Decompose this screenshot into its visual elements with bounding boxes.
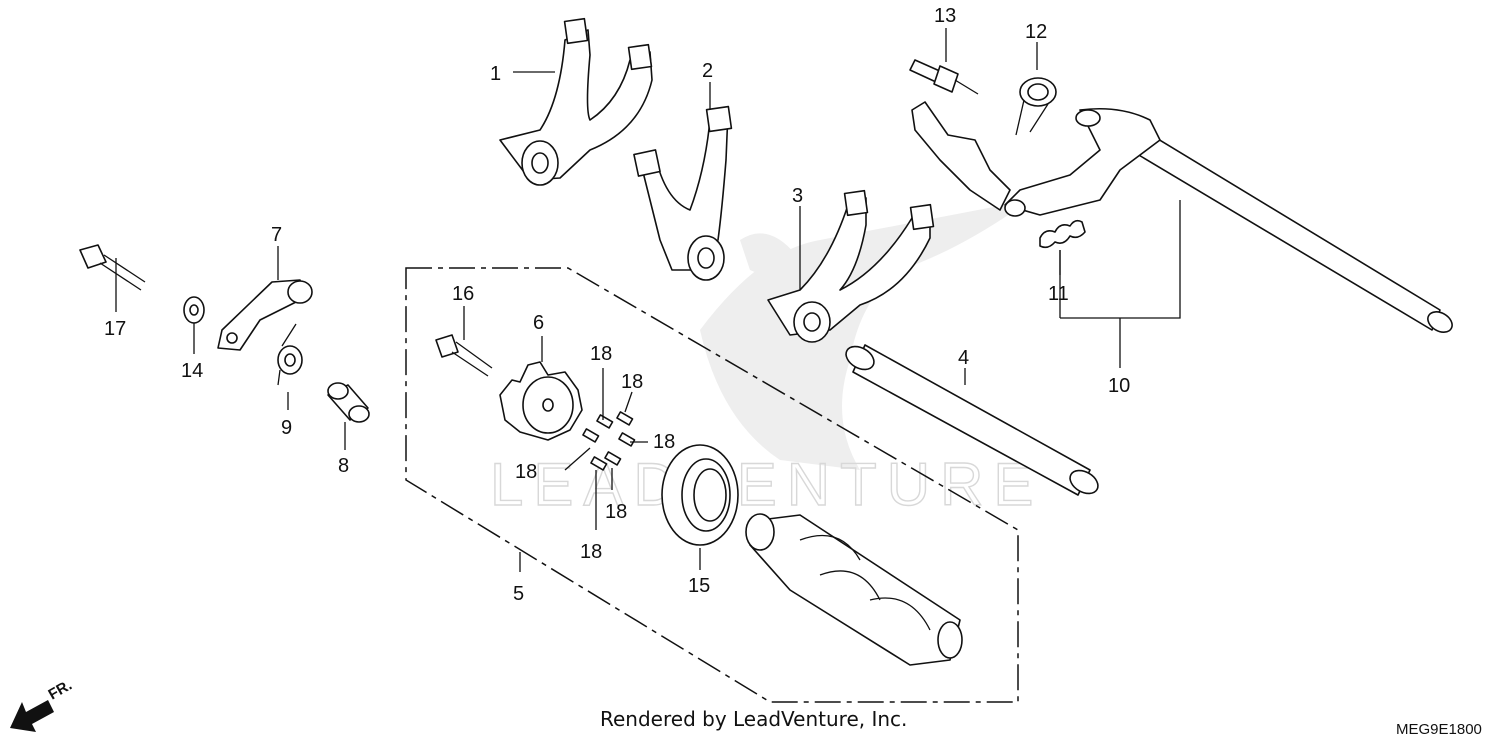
stopper-arm <box>217 279 313 351</box>
callout-4: 4 <box>958 347 969 369</box>
gearshift-spindle <box>911 101 1453 333</box>
callout-5: 5 <box>513 583 524 605</box>
callout-16: 16 <box>452 283 474 305</box>
callout-1: 1 <box>490 63 501 85</box>
shift-fork-1 <box>499 17 653 186</box>
callout-labels: 1 2 3 4 5 6 7 8 9 10 11 12 13 14 15 16 1… <box>104 5 1130 605</box>
callout-17: 17 <box>104 318 126 340</box>
rendered-by-credit: Rendered by LeadVenture, Inc. <box>600 707 907 731</box>
callout-9: 9 <box>281 417 292 439</box>
stopper-spring <box>277 323 303 386</box>
fork-shaft <box>845 344 1099 496</box>
return-spring <box>1039 219 1086 249</box>
callout-11: 11 <box>1048 283 1069 305</box>
callout-18-f: 18 <box>580 541 602 563</box>
bolt-17 <box>79 244 146 291</box>
shift-drum <box>745 513 963 666</box>
callout-13: 13 <box>934 5 956 27</box>
callout-18-a: 18 <box>590 343 612 365</box>
callout-6: 6 <box>533 312 544 334</box>
front-marker-label: FR. <box>46 677 75 704</box>
leadventure-watermark: LEADVENTURE <box>489 200 1043 519</box>
callout-12: 12 <box>1025 21 1047 43</box>
watermark-text: LEADVENTURE <box>490 451 1043 518</box>
callout-15: 15 <box>688 575 710 597</box>
bolt-13 <box>909 59 979 95</box>
shift-fork-3 <box>767 189 935 343</box>
front-arrow-icon: FR. <box>10 677 75 732</box>
callout-18-c: 18 <box>653 431 675 453</box>
callout-18-d: 18 <box>515 461 537 483</box>
callout-8: 8 <box>338 455 349 477</box>
diagram-code: MEG9E1800 <box>1396 721 1482 737</box>
bolt-16 <box>435 334 493 377</box>
dowel-pins <box>582 411 636 471</box>
callout-10: 10 <box>1108 375 1130 397</box>
callout-2: 2 <box>702 60 713 82</box>
callout-18-b: 18 <box>621 371 643 393</box>
leader-lines <box>115 28 1181 572</box>
callout-7: 7 <box>271 224 282 246</box>
shift-drum-group-outline <box>405 267 1019 703</box>
bearing <box>661 444 739 546</box>
shift-fork-2 <box>633 105 733 281</box>
washer-14 <box>183 296 205 324</box>
collar <box>327 382 370 423</box>
callout-3: 3 <box>792 185 803 207</box>
callout-14: 14 <box>181 360 203 382</box>
torsion-spring-12 <box>1015 77 1057 136</box>
callout-18-e: 18 <box>605 501 627 523</box>
shift-drum-cam <box>499 361 583 441</box>
